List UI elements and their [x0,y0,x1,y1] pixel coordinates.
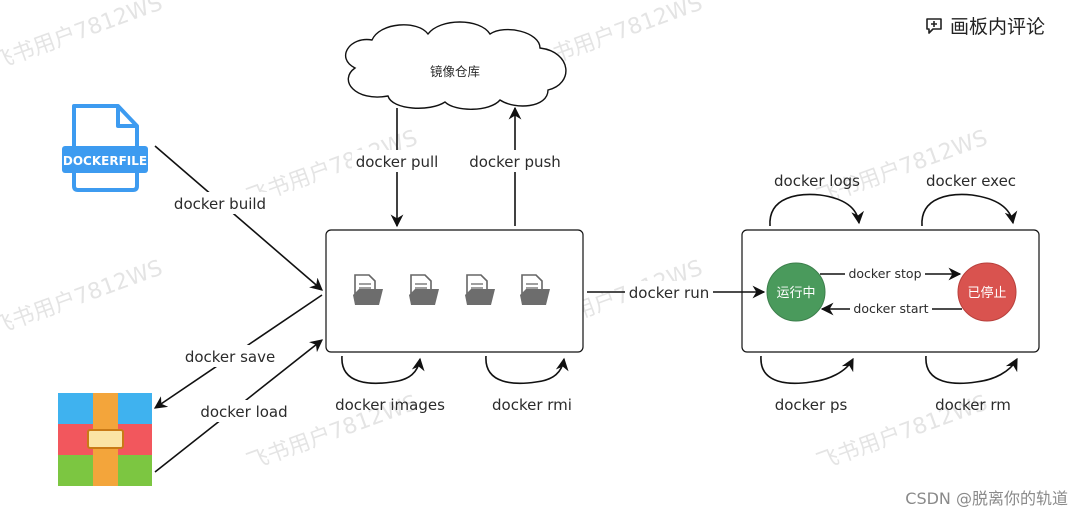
board-comment-label: 画板内评论 [950,16,1046,38]
images-loop-arrow [341,355,425,385]
exec-label: docker exec [926,172,1016,190]
images-box[interactable] [325,229,584,353]
dockerfile-icon[interactable]: DOCKERFILE [62,104,148,192]
registry-label: 镜像仓库 [430,64,480,79]
registry-cloud[interactable]: 镜像仓库 [344,21,567,110]
watermark: 飞书用户7812WS [814,126,991,211]
rm-label: docker rm [935,396,1011,414]
build-arrow [154,145,323,291]
board-comment-button[interactable]: 画板内评论 [924,12,1045,39]
containers-box[interactable] [741,229,1040,353]
watermark: 飞书用户7812WS [0,0,166,76]
image-file-icon [409,274,439,305]
run-label: docker run [629,284,709,302]
ps-loop-arrow [760,355,854,385]
stopped-label: 已停止 [967,285,1006,301]
footer-credit: CSDN @脱离你的轨道 [905,489,1068,508]
running-state[interactable]: 运行中 [766,262,826,322]
ps-label: docker ps [775,396,848,414]
exec-loop-arrow [921,193,1018,227]
image-file-icon [353,274,383,305]
pull-label: docker pull [356,153,439,171]
rmi-loop-arrow [485,355,569,385]
image-file-icon [465,274,495,305]
image-file-icon [520,274,550,305]
start-label: docker start [853,301,928,316]
edge-labels: docker build docker pull docker push doc… [170,150,1016,422]
push-label: docker push [469,153,561,171]
image-file-icons [353,274,550,305]
running-label: 运行中 [776,286,815,301]
build-label: docker build [174,195,266,213]
images-label: docker images [335,396,445,414]
stop-label: docker stop [848,266,921,281]
load-label: docker load [200,403,287,421]
rm-loop-arrow [925,355,1018,385]
logs-label: docker logs [774,172,860,190]
dockerfile-label: DOCKERFILE [63,154,147,168]
logs-loop-arrow [769,193,865,227]
save-label: docker save [185,348,275,366]
stopped-state[interactable]: 已停止 [957,262,1017,322]
rmi-label: docker rmi [492,396,572,414]
archive-icon[interactable] [58,393,152,486]
watermark: 飞书用户7812WS [0,256,166,341]
comment-icon [926,17,942,34]
